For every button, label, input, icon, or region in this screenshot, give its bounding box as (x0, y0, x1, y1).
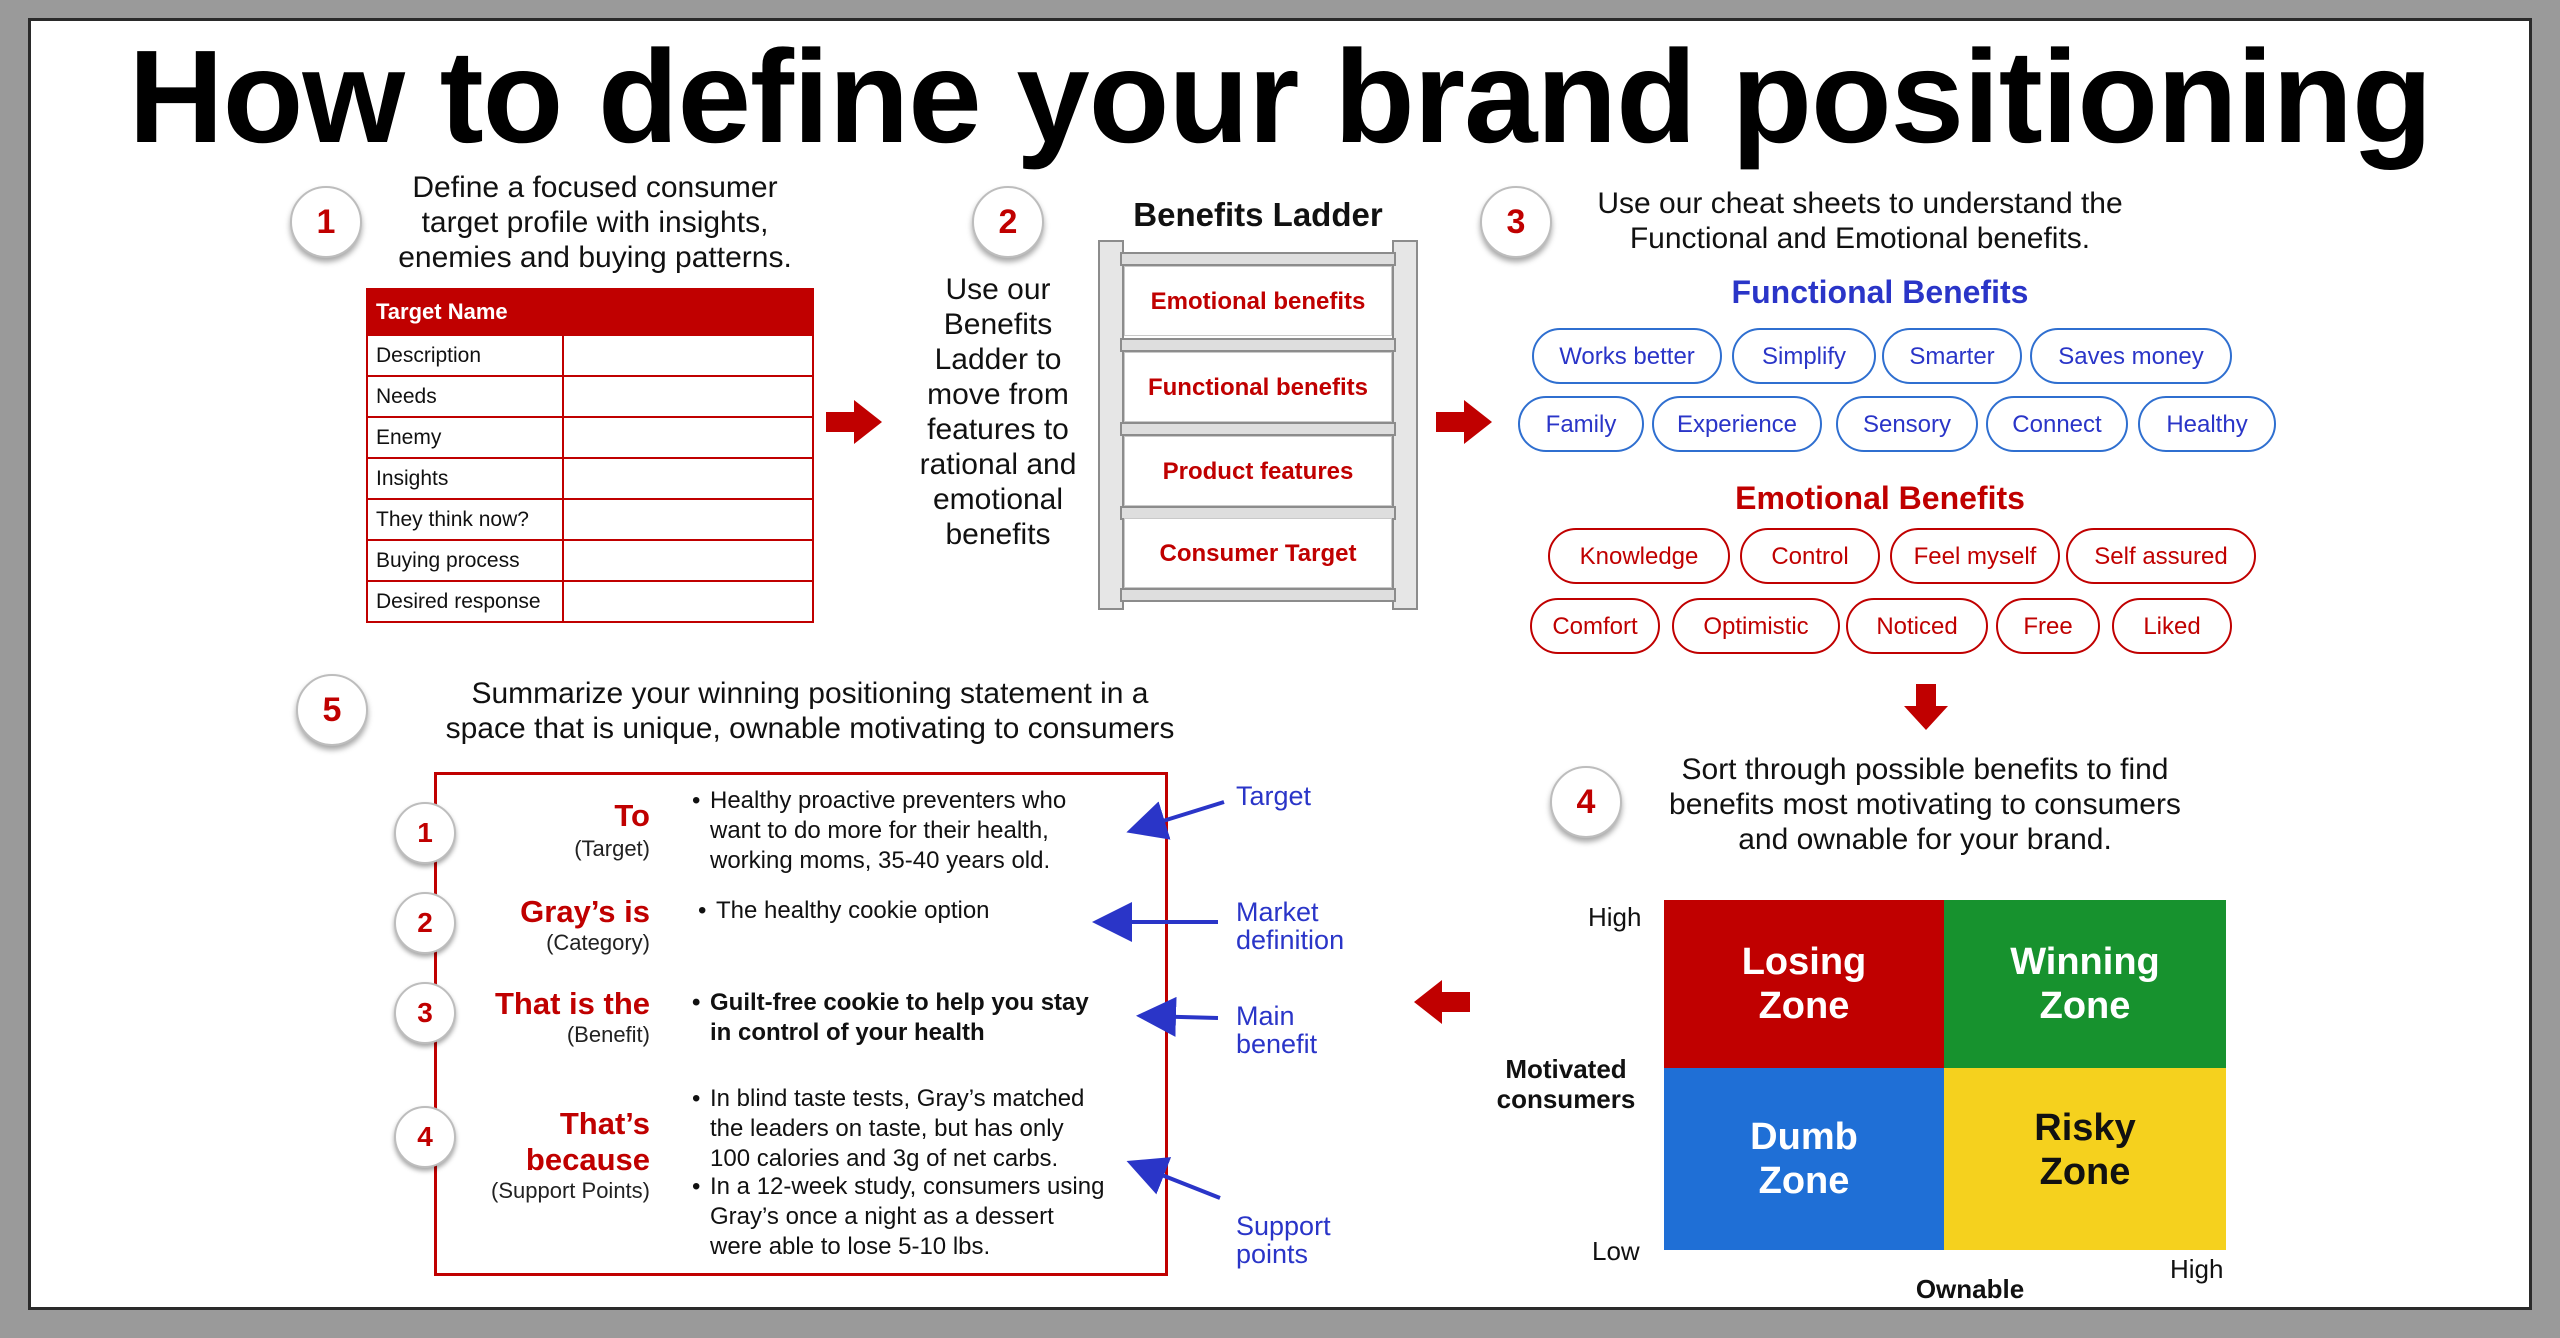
target-profile-table: Target Name Description Needs Enemy Insi… (366, 288, 814, 623)
step-3-badge: 3 (1480, 186, 1552, 258)
arrow-left-icon (1414, 980, 1470, 1024)
table-row: Description (366, 334, 814, 377)
step-4-badge: 4 (1550, 766, 1622, 838)
functional-pill: Connect (1986, 396, 2128, 452)
table-row: Insights (366, 457, 814, 500)
annotation-target: Target (1236, 781, 1312, 811)
y-axis-low: Low (1592, 1236, 1640, 1266)
arrow-right-icon (826, 400, 882, 444)
table-row: Buying process (366, 539, 814, 582)
emotional-pill: Noticed (1846, 598, 1988, 654)
functional-pill: Smarter (1882, 328, 2022, 384)
step-1-badge: 1 (290, 186, 362, 258)
step-5-text: Summarize your winning positioning state… (445, 677, 1175, 745)
functional-pill: Experience (1652, 396, 1822, 452)
annotation-arrows (1092, 800, 1225, 1200)
statement-badge: 4 (394, 1106, 456, 1168)
emotional-pill: Feel myself (1890, 528, 2060, 584)
ladder-title: Benefits Ladder (1133, 196, 1383, 233)
functional-pill: Saves money (2030, 328, 2232, 384)
statement-label: To (614, 798, 650, 833)
table-header: Target Name (366, 288, 564, 336)
ladder-step-features: Product features (1124, 436, 1392, 506)
table-row: Needs (366, 375, 814, 418)
arrow-right-icon (1436, 400, 1492, 444)
ladder-step-functional: Functional benefits (1124, 352, 1392, 422)
arrow-icon (1126, 800, 1225, 840)
functional-pill: Works better (1532, 328, 1722, 384)
statement-sublabel: (Category) (546, 930, 650, 955)
statement-badge: 2 (394, 892, 456, 954)
emotional-pill: Optimistic (1672, 598, 1840, 654)
functional-benefits-title: Functional Benefits (1731, 274, 2029, 310)
y-axis-high: High (1588, 902, 1642, 932)
statement-sublabel: (Target) (574, 836, 650, 861)
ladder-step-target: Consumer Target (1124, 518, 1392, 588)
x-axis-high: High (2170, 1254, 2224, 1284)
page-title: How to define your brand positioning (128, 23, 2432, 170)
statement-badge: 3 (394, 982, 456, 1044)
functional-pill: Healthy (2138, 396, 2276, 452)
arrow-icon (1136, 996, 1219, 1037)
emotional-benefits-title: Emotional Benefits (1735, 480, 2025, 516)
functional-pill: Sensory (1836, 396, 1978, 452)
emotional-pill: Knowledge (1548, 528, 1730, 584)
table-row: Enemy (366, 416, 814, 459)
emotional-pill: Comfort (1530, 598, 1660, 654)
emotional-pill: Self assured (2066, 528, 2256, 584)
functional-pill: Simplify (1732, 328, 1876, 384)
functional-pill: Family (1518, 396, 1644, 452)
table-row: They think now? (366, 498, 814, 541)
step-2-badge: 2 (972, 186, 1044, 258)
emotional-pill: Free (1996, 598, 2100, 654)
table-row: Desired response (366, 580, 814, 623)
ladder-step-emotional: Emotional benefits (1124, 266, 1392, 336)
arrow-down-icon (1904, 684, 1948, 730)
statement-badge: 1 (394, 802, 456, 864)
statement-sublabel: (Benefit) (566, 1022, 650, 1047)
step-5-badge: 5 (296, 674, 368, 746)
emotional-pill: Control (1740, 528, 1880, 584)
statement-label: That is the (494, 986, 650, 1021)
x-axis-label: Ownable (1915, 1274, 2025, 1304)
statement-bullet: •The healthy cookie option (698, 897, 990, 924)
statement-sublabel: (Support Points) (491, 1178, 650, 1203)
arrow-icon (1126, 1157, 1221, 1200)
statement-label: Gray’s is (520, 894, 650, 929)
emotional-pill: Liked (2112, 598, 2232, 654)
